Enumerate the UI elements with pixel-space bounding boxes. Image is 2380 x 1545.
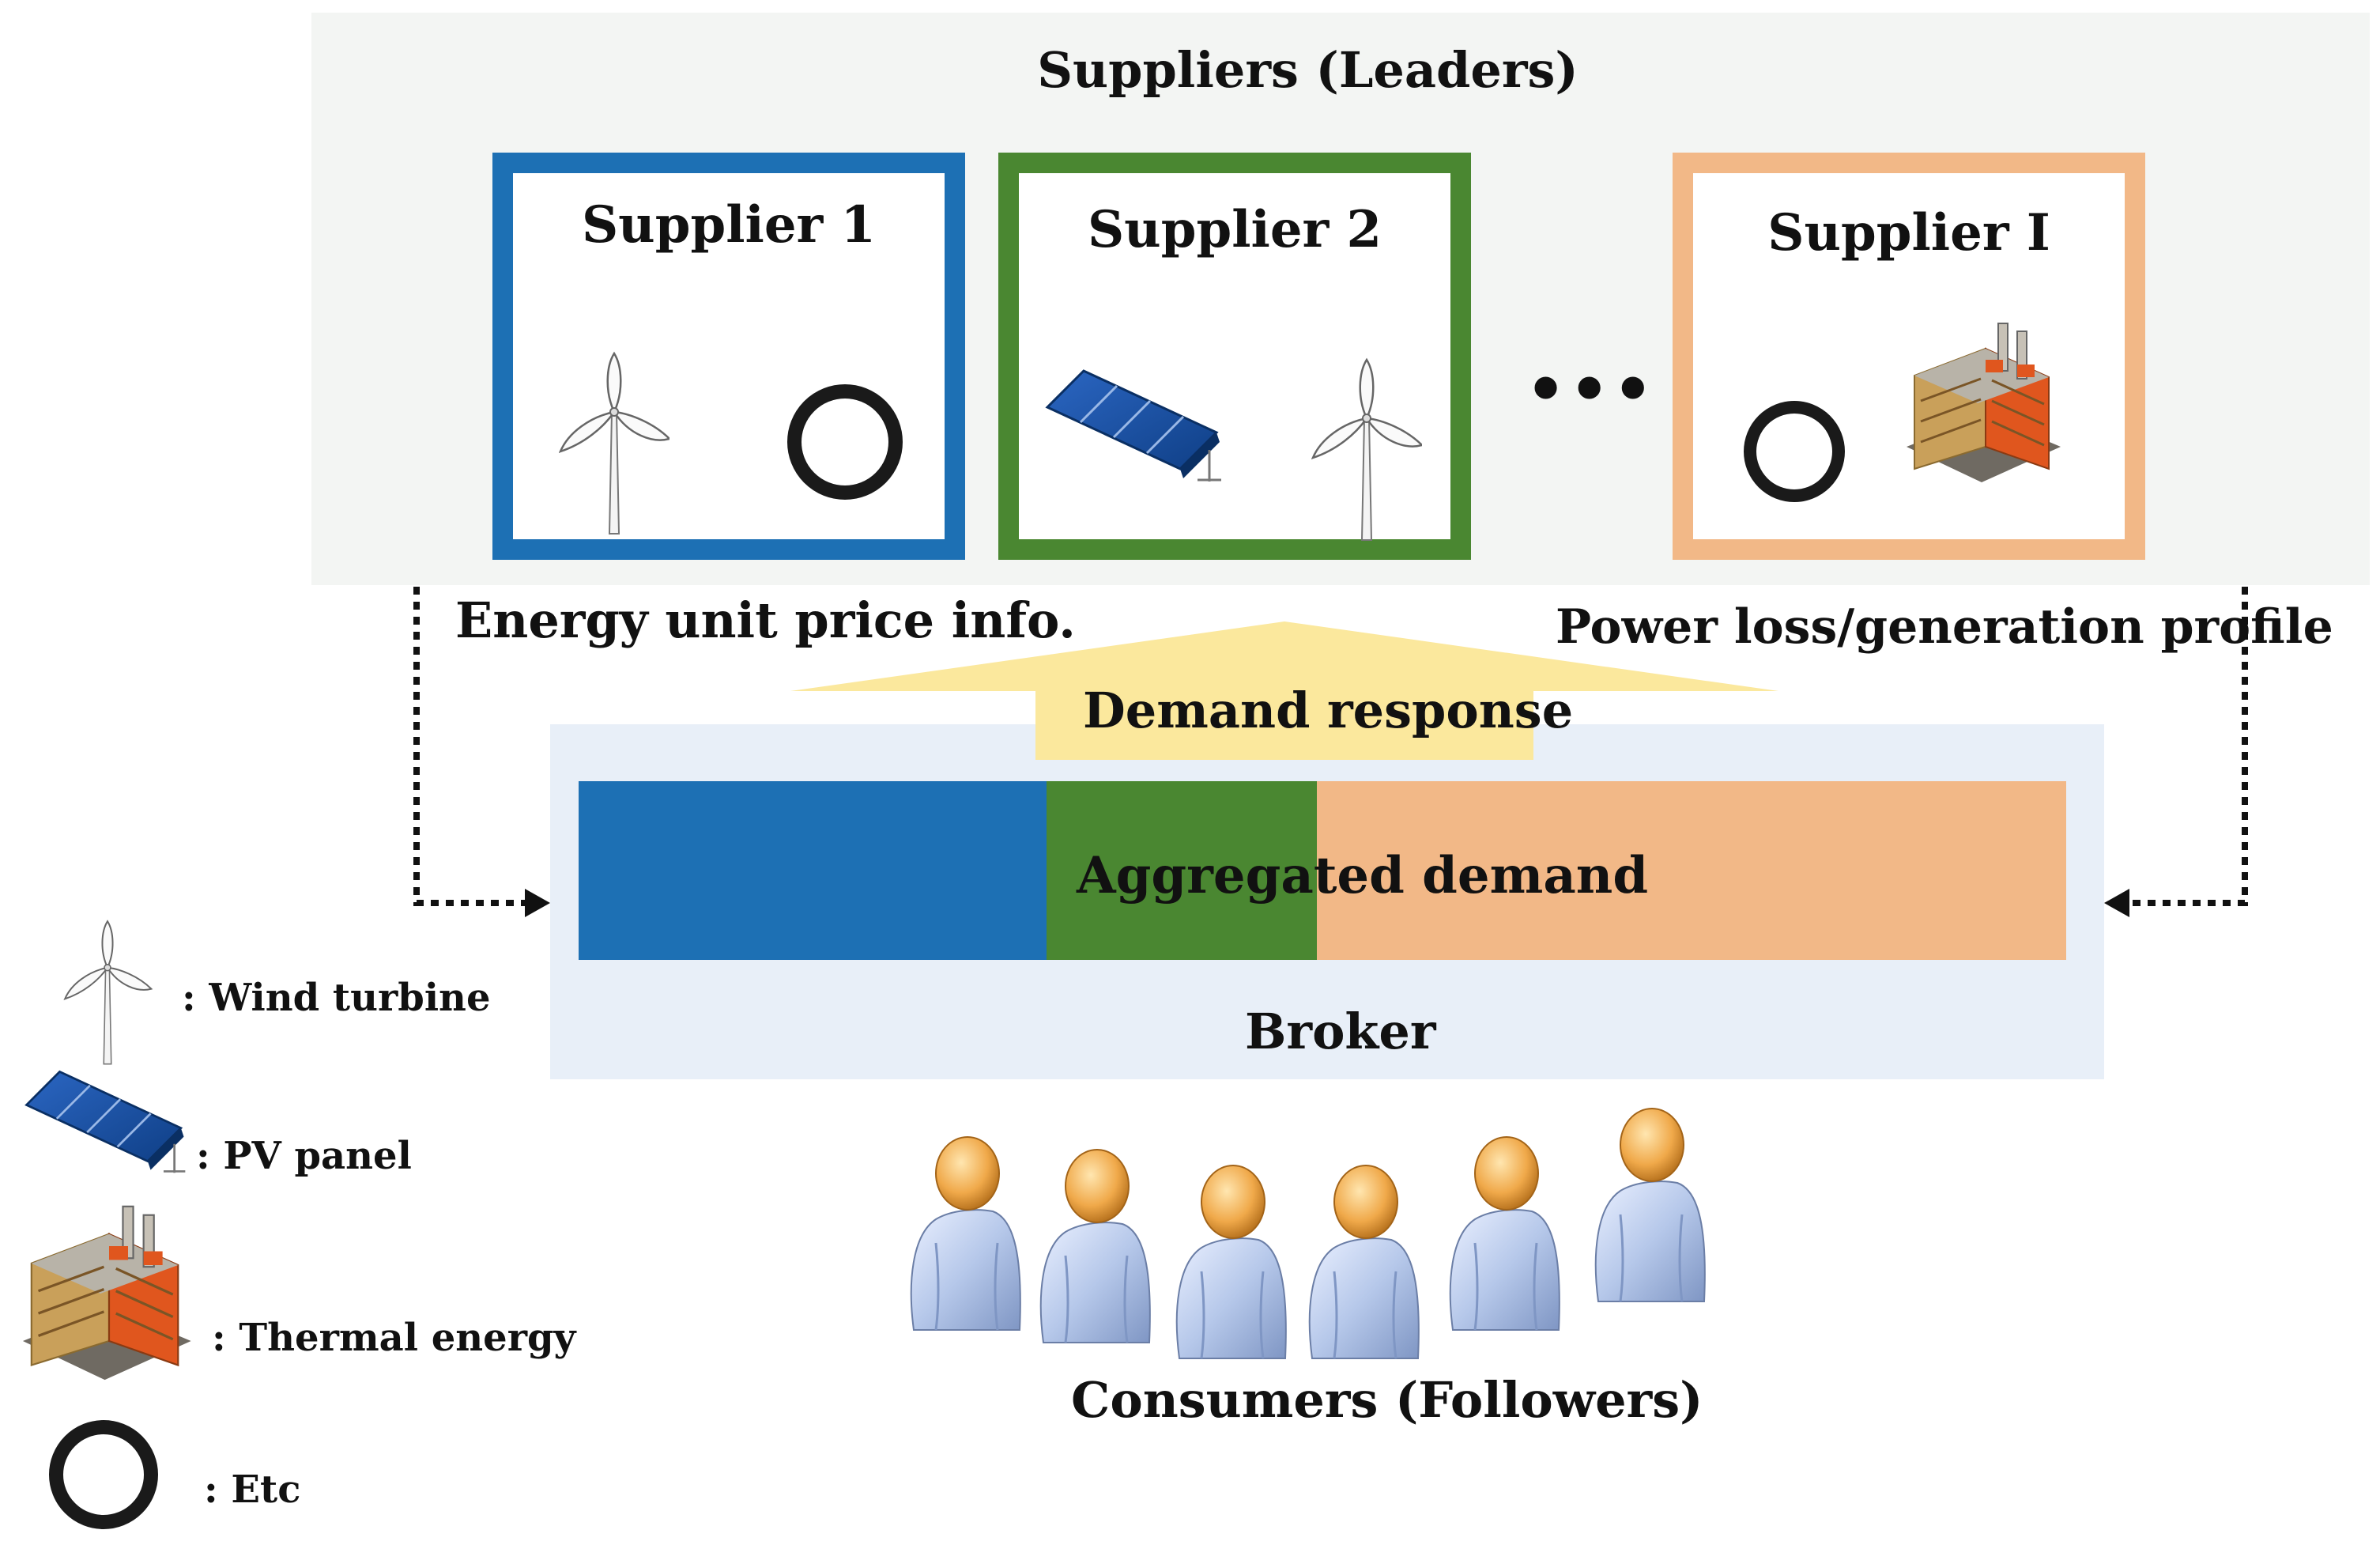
consumer-person-icon [1594,1107,1707,1303]
demand-response-arrow [790,621,1778,760]
consumers-group [910,1107,1707,1360]
legend-etc-label: : Etc [204,1468,301,1512]
supplier-i-box: Supplier I [1673,153,2145,560]
etc-circle-icon [787,384,903,500]
consumer-person-icon [910,1135,1022,1332]
demand-response-label: Demand response [1083,682,1574,739]
loss-profile-arrowhead [2104,889,2129,917]
price-info-label: Energy unit price info. [455,591,1076,649]
thermal-energy-icon [21,1205,193,1381]
legend-pv-panel-label: : PV panel [196,1134,412,1178]
aggregated-demand-label: Aggregated demand [1077,846,1649,905]
supplier-1-name: Supplier 1 [581,195,877,255]
aggregated-demand-segment-supplier-1 [579,781,1047,960]
supplier-1-box: Supplier 1 [492,153,965,560]
consumer-person-icon [1175,1164,1288,1360]
wind-turbine-icon [64,920,153,1065]
aggregated-demand-segment-supplier-2 [1047,781,1317,960]
supplier-2-name: Supplier 2 [1087,200,1382,259]
etc-circle-icon [49,1420,158,1529]
legend: : Wind turbine : PV panel : Thermal ener… [0,909,575,1542]
etc-circle-icon [1744,401,1845,502]
legend-wind-turbine-label: : Wind turbine [182,976,491,1020]
pv-panel-icon [25,1071,187,1174]
price-info-arrow-line [413,587,531,906]
supplier-2-box: Supplier 2 [998,153,1471,560]
suppliers-title: Suppliers (Leaders) [1037,41,1578,99]
loss-profile-label: Power loss/generation profile [1556,599,2333,655]
more-suppliers-ellipsis: ••• [1526,352,1657,426]
price-info-arrowhead [525,889,550,917]
loss-profile-arrow-line [2133,587,2248,906]
legend-thermal-energy-label: : Thermal energy [212,1316,576,1360]
consumer-person-icon [1449,1135,1561,1332]
consumer-person-icon [1308,1164,1420,1360]
aggregated-demand-segment-supplier-i [1317,781,2066,960]
consumer-person-icon [1039,1148,1152,1344]
broker-label: Broker [1245,1003,1436,1060]
consumers-label: Consumers (Followers) [1071,1371,1703,1429]
supplier-i-name: Supplier I [1767,203,2050,263]
